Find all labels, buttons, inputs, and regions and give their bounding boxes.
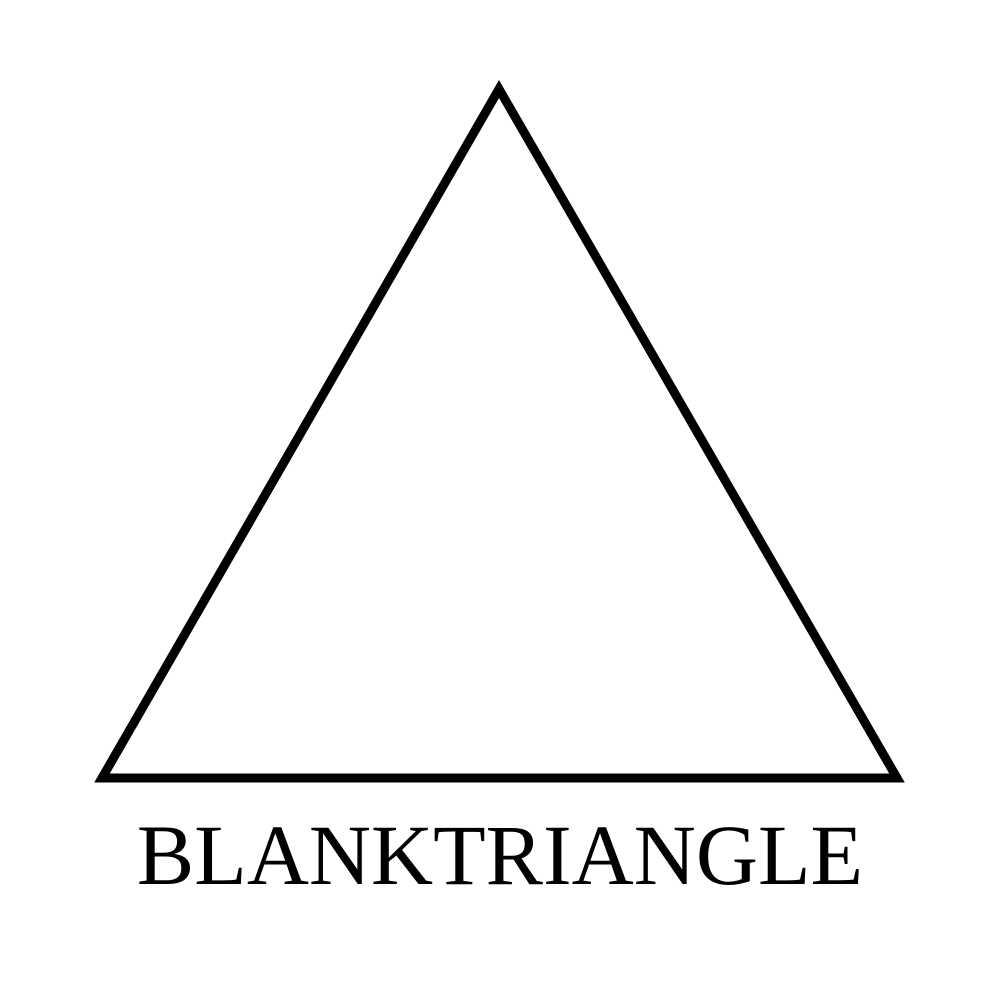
figure-caption: BLANKTRIANGLE	[136, 807, 864, 903]
triangle-shape	[94, 79, 905, 783]
